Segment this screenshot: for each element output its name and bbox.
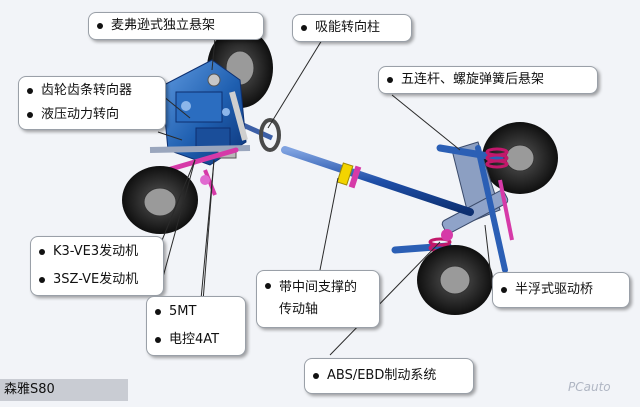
label-steering-gear: 齿轮齿条转向器 [27, 82, 157, 100]
label-front-suspension: 麦弗逊式独立悬架 [88, 12, 264, 40]
label-text: 半浮式驱动桥 [515, 282, 594, 297]
label-rear-axle: 半浮式驱动桥 [492, 272, 630, 308]
bullet-icon [39, 249, 45, 255]
bullet-icon [501, 287, 507, 293]
engine-block [161, 59, 247, 166]
label-transmission-group: 5MT 电控4AT [146, 296, 246, 356]
bullet-icon [27, 88, 33, 94]
label-text: K3-VE3发动机 [53, 244, 139, 259]
label-brake-system: ABS/EBD制动系统 [304, 358, 474, 394]
label-text: 麦弗逊式独立悬架 [111, 18, 216, 33]
label-text: 齿轮齿条转向器 [41, 83, 133, 98]
bullet-icon [313, 373, 319, 379]
bullet-icon [97, 23, 103, 29]
bullet-icon [155, 309, 161, 315]
label-text: 3SZ-VE发动机 [53, 272, 139, 287]
label-steering-group: 齿轮齿条转向器 液压动力转向 [18, 76, 166, 130]
bullet-icon [265, 283, 271, 289]
label-text: 五连杆、螺旋弹簧后悬架 [401, 72, 545, 87]
label-engine-group: K3-VE3发动机 3SZ-VE发动机 [30, 236, 164, 296]
label-power-steering: 液压动力转向 [27, 106, 157, 124]
model-caption: 森雅S80 [0, 379, 128, 401]
leader-lines [157, 37, 493, 356]
rear-left-tire [417, 245, 493, 315]
front-right-tire [122, 166, 198, 234]
label-steering-column: 吸能转向柱 [292, 14, 412, 42]
label-text: 带中间支撑的传动轴 [279, 280, 358, 317]
label-text: ABS/EBD制动系统 [327, 368, 437, 383]
label-engine-k3: K3-VE3发动机 [39, 243, 155, 261]
driveshaft [281, 146, 474, 216]
watermark-logo: PCauto [568, 380, 611, 394]
label-text: 液压动力转向 [41, 107, 120, 122]
bullet-icon [387, 77, 393, 83]
label-engine-3sz: 3SZ-VE发动机 [39, 271, 155, 289]
label-trans-5mt: 5MT [155, 303, 237, 321]
label-trans-4at: 电控4AT [155, 331, 237, 349]
label-text: 5MT [169, 304, 197, 319]
bullet-icon [155, 337, 161, 343]
bullet-icon [301, 25, 307, 31]
bullet-icon [39, 277, 45, 283]
rear-right-tire [482, 122, 558, 194]
label-text: 吸能转向柱 [315, 20, 381, 35]
label-text: 电控4AT [169, 332, 220, 347]
label-driveshaft: 带中间支撑的传动轴 [256, 270, 380, 328]
label-rear-suspension: 五连杆、螺旋弹簧后悬架 [378, 66, 598, 94]
bullet-icon [27, 112, 33, 118]
rear-axle-assembly [391, 141, 514, 273]
